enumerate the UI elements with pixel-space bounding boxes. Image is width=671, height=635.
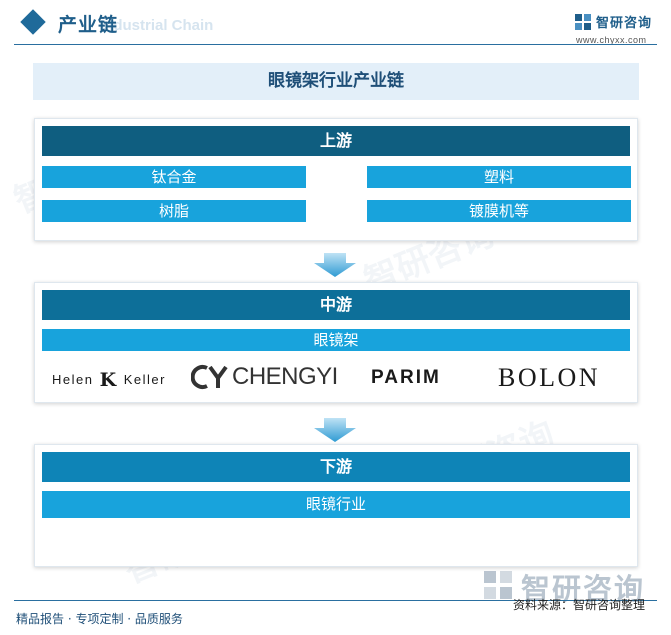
parim-logo: PARIM [371, 367, 441, 388]
down-arrow-icon [314, 253, 356, 277]
helen-keller-logo: Helen K Keller [52, 369, 166, 397]
footer-tagline: 精品报告 · 专项定制 · 品质服务 [16, 612, 183, 626]
diamond-icon [20, 9, 46, 35]
midstream-section: 中游 眼镜架 Helen K Keller CHENGYI PARIM BOLO… [34, 282, 638, 403]
diagram-title: 眼镜架行业产业链 [33, 63, 639, 100]
down-arrow-icon [314, 418, 356, 442]
helen-keller-logo-k: K [99, 369, 118, 391]
brand-name: 智研咨询 [596, 16, 653, 31]
upstream-item: 塑料 [367, 166, 631, 188]
source-note: 资料来源：智研咨询整理 [513, 598, 646, 612]
midstream-item: 眼镜架 [42, 329, 630, 351]
brand-url: www.chyxx.com [576, 35, 647, 45]
downstream-header: 下游 [42, 452, 630, 482]
zhiyan-logo-icon [484, 571, 512, 599]
footer-divider [14, 600, 657, 601]
chengyi-logo: CHENGYI [190, 363, 338, 391]
page-title: 产业链 [58, 14, 119, 36]
helen-keller-logo-right: Keller [123, 372, 166, 387]
chengyi-logo-text: CHENGYI [232, 363, 338, 390]
chengyi-mark-icon [190, 365, 228, 389]
downstream-section: 下游 眼镜行业 [34, 444, 638, 567]
bolon-logo: BOLON [498, 363, 601, 392]
downstream-item: 眼镜行业 [42, 491, 630, 518]
zhiyan-logo-icon [575, 14, 591, 30]
brand: 智研咨询 www.chyxx.com [574, 12, 664, 46]
upstream-item: 镀膜机等 [367, 200, 631, 222]
upstream-section: 上游 钛合金 塑料 树脂 镀膜机等 [34, 118, 638, 241]
page-header: Industrial Chain 产业链 智研咨询 www.chyxx.com [0, 0, 671, 46]
midstream-header: 中游 [42, 290, 630, 320]
header-divider [14, 44, 657, 45]
upstream-header: 上游 [42, 126, 630, 156]
upstream-item: 钛合金 [42, 166, 306, 188]
helen-keller-logo-left: Helen [52, 372, 94, 387]
upstream-item: 树脂 [42, 200, 306, 222]
header-subtitle: Industrial Chain [100, 17, 214, 34]
